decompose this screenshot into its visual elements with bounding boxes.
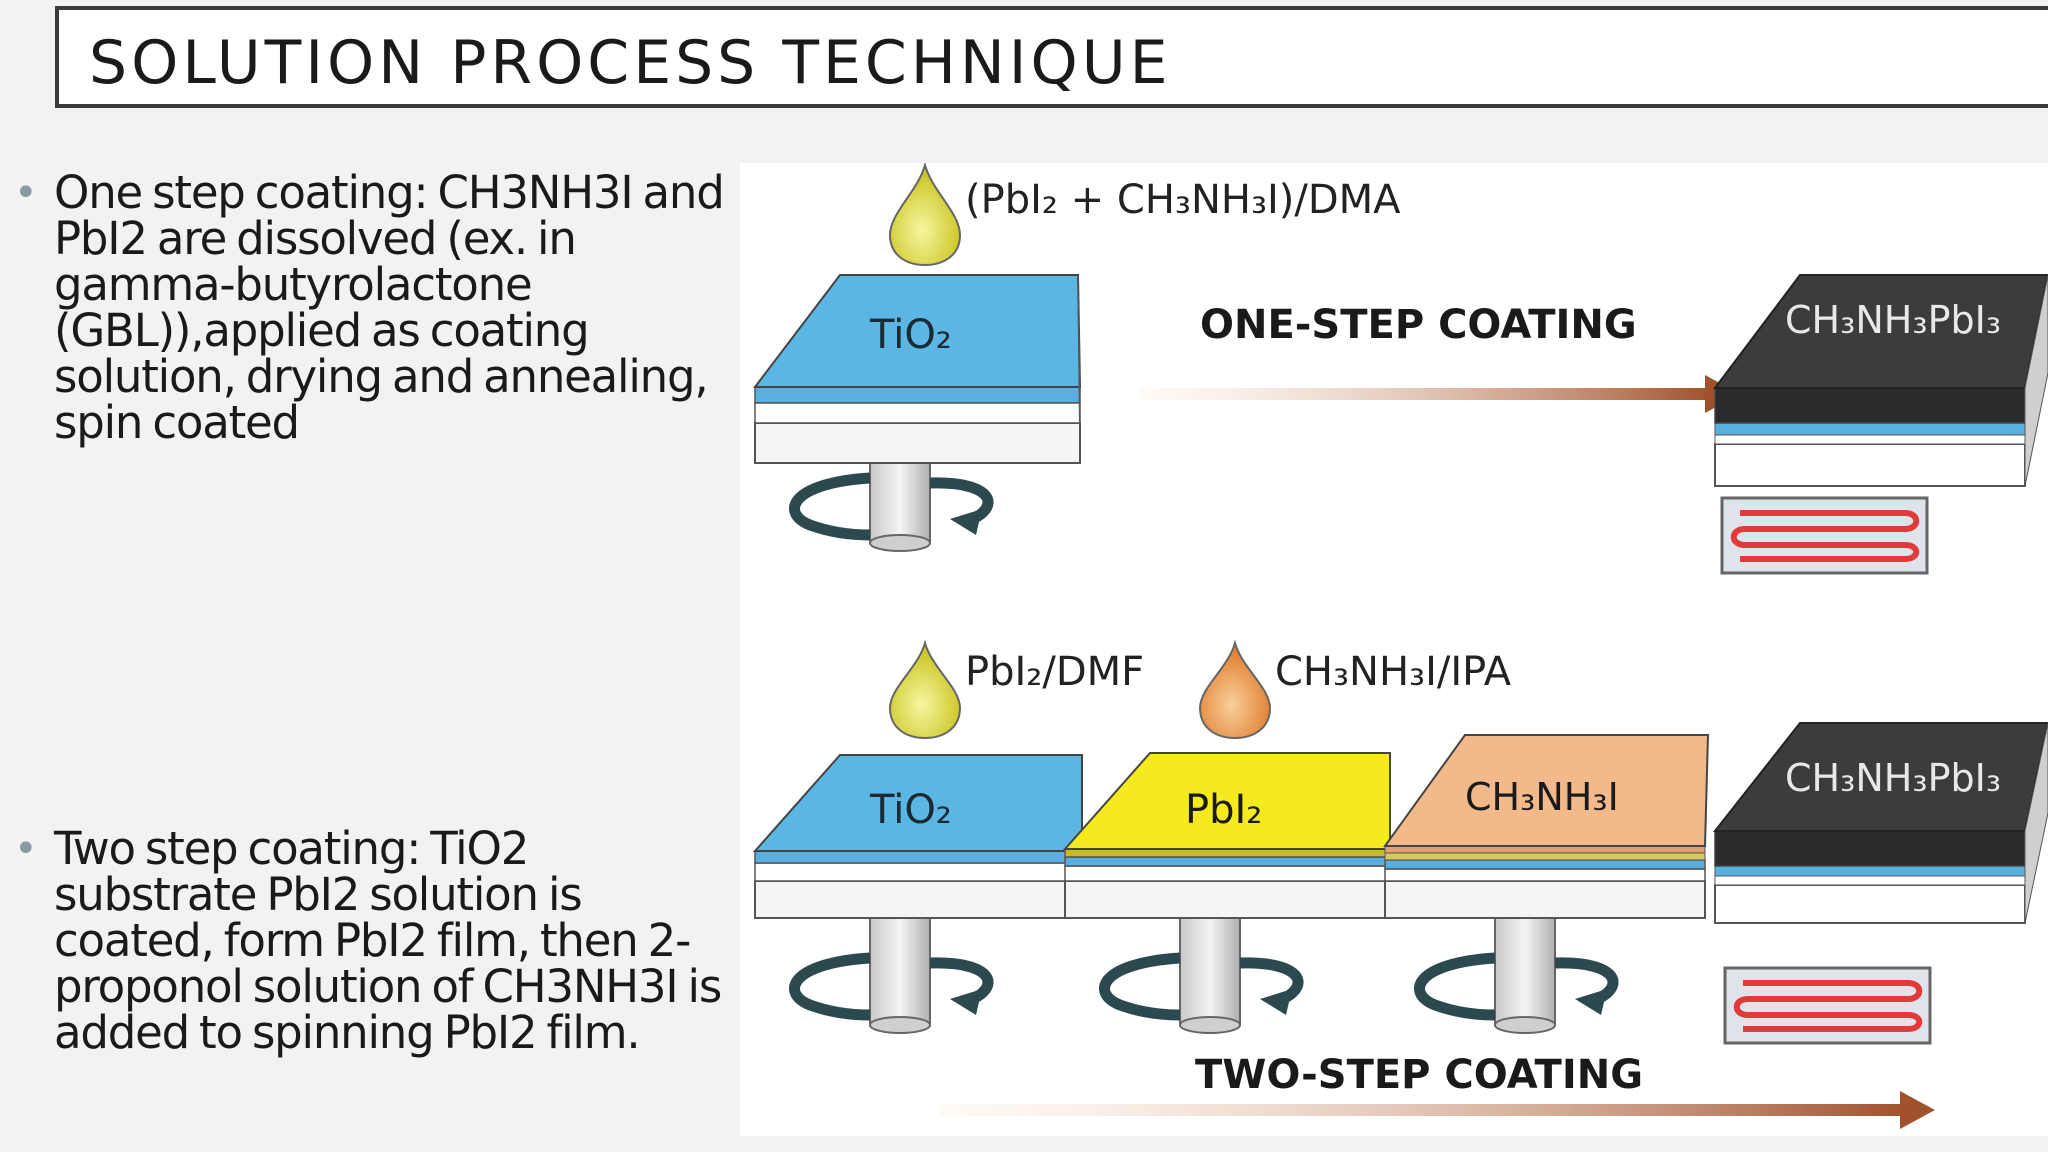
bullet-two-step: • Two step coating: TiO2 substrate PbI2 … [14, 826, 734, 1056]
bullet-dot: • [14, 170, 38, 216]
heater-icon [1720, 496, 1929, 575]
process-label: ONE-STEP COATING [1200, 302, 1637, 348]
rotation-arrow-icon [1414, 952, 1619, 1021]
spin-coater-shaft [1179, 914, 1241, 1034]
substrate-pbi2 [1062, 752, 1391, 919]
bullet-text: Two step coating: TiO2 substrate PbI2 so… [54, 822, 722, 1059]
substrate-tio2 [752, 274, 1082, 464]
rotation-arrow-icon [789, 952, 994, 1021]
process-arrow-icon [940, 1091, 1935, 1129]
product-perovskite [1712, 274, 2048, 487]
process-label: TWO-STEP COATING [1195, 1052, 1643, 1098]
droplet-label: PbI₂/DMF [965, 649, 1144, 695]
substrate-tio2 [752, 754, 1083, 919]
bullet-dot: • [14, 826, 38, 872]
rotation-arrow-icon [1099, 952, 1304, 1021]
substrate-label: TiO₂ [869, 787, 952, 833]
coating-diagram: (PbI₂ + CH₃NH₃I)/DMA TiO₂ ONE-STEP COATI… [740, 161, 2048, 1136]
product-label: CH₃NH₃PbI₃ [1785, 298, 2001, 342]
droplet-icon [888, 161, 962, 267]
bullet-one-step: • One step coating: CH3NH3I and PbI2 are… [14, 170, 734, 446]
substrate-label: CH₃NH₃I [1465, 775, 1619, 819]
droplet-label: (PbI₂ + CH₃NH₃I)/DMA [965, 177, 1401, 223]
spin-coater-shaft [869, 914, 931, 1034]
bullet-text: One step coating: CH3NH3I and PbI2 are d… [54, 166, 725, 449]
substrate-ch3nh3i [1383, 734, 1710, 919]
rotation-arrow-icon [789, 472, 994, 541]
droplet-icon [888, 639, 962, 740]
substrate-label: TiO₂ [869, 312, 952, 358]
droplet-label: CH₃NH₃I/IPA [1275, 649, 1512, 695]
droplet-icon [1198, 639, 1272, 740]
substrate-label: PbI₂ [1185, 787, 1262, 833]
slide-title: SOLUTION PROCESS TECHNIQUE [89, 28, 1172, 98]
title-box: SOLUTION PROCESS TECHNIQUE [55, 6, 2048, 108]
product-perovskite [1712, 722, 2048, 924]
process-arrow-icon [1140, 375, 1740, 413]
heater-icon [1723, 966, 1932, 1045]
product-label: CH₃NH₃PbI₃ [1785, 756, 2001, 800]
spin-coater-shaft [1494, 914, 1556, 1034]
